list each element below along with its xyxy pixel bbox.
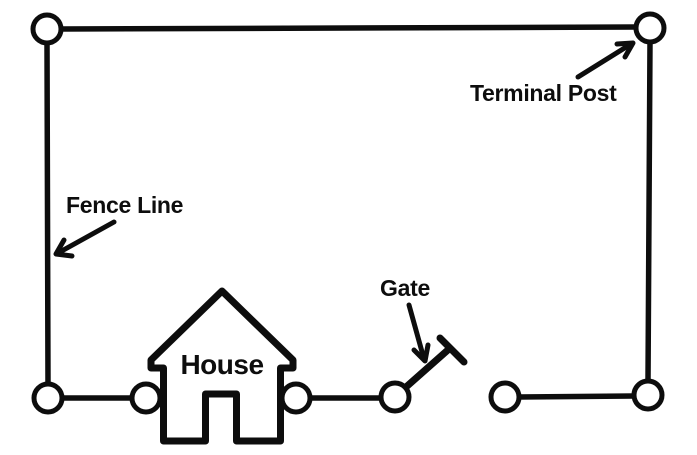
fence-line-left <box>44 40 51 387</box>
annotation-terminal-post: Terminal Post <box>470 40 636 106</box>
terminal-post-gate-latch <box>488 380 522 414</box>
gate-end-bar <box>436 334 468 366</box>
terminal-post-house-left <box>129 381 163 415</box>
fence-line-label: Fence Line <box>66 192 183 218</box>
house-label: House <box>180 349 263 380</box>
fence-line-arrow-head <box>53 237 75 259</box>
terminal-post-label: Terminal Post <box>470 80 617 106</box>
fence-line-top <box>58 24 639 32</box>
terminal-post-house-right <box>279 381 313 415</box>
gate-arrow-head <box>411 342 431 364</box>
fence-line-arrow-shaft <box>55 219 117 256</box>
house-icon: House <box>147 287 297 445</box>
fence-lines <box>44 24 653 401</box>
terminal-post-top-right <box>633 11 667 45</box>
terminal-post-gate-hinge <box>378 380 412 414</box>
terminal-post-arrow-head <box>614 40 636 60</box>
annotation-gate: Gate <box>380 275 431 364</box>
terminal-post-top-left <box>30 12 64 46</box>
gate-arrow-shaft <box>406 302 427 362</box>
fence-line-bottom-segment-3 <box>516 393 637 400</box>
terminal-post-arrow-shaft <box>575 41 634 80</box>
terminal-post-bottom-left <box>31 381 65 415</box>
terminal-post-bottom-right <box>631 378 665 412</box>
gate-label: Gate <box>380 275 430 301</box>
annotation-fence-line: Fence Line <box>53 192 183 259</box>
fence-line-right <box>645 39 653 384</box>
house-outline <box>147 287 297 445</box>
terminal-posts <box>30 11 667 415</box>
